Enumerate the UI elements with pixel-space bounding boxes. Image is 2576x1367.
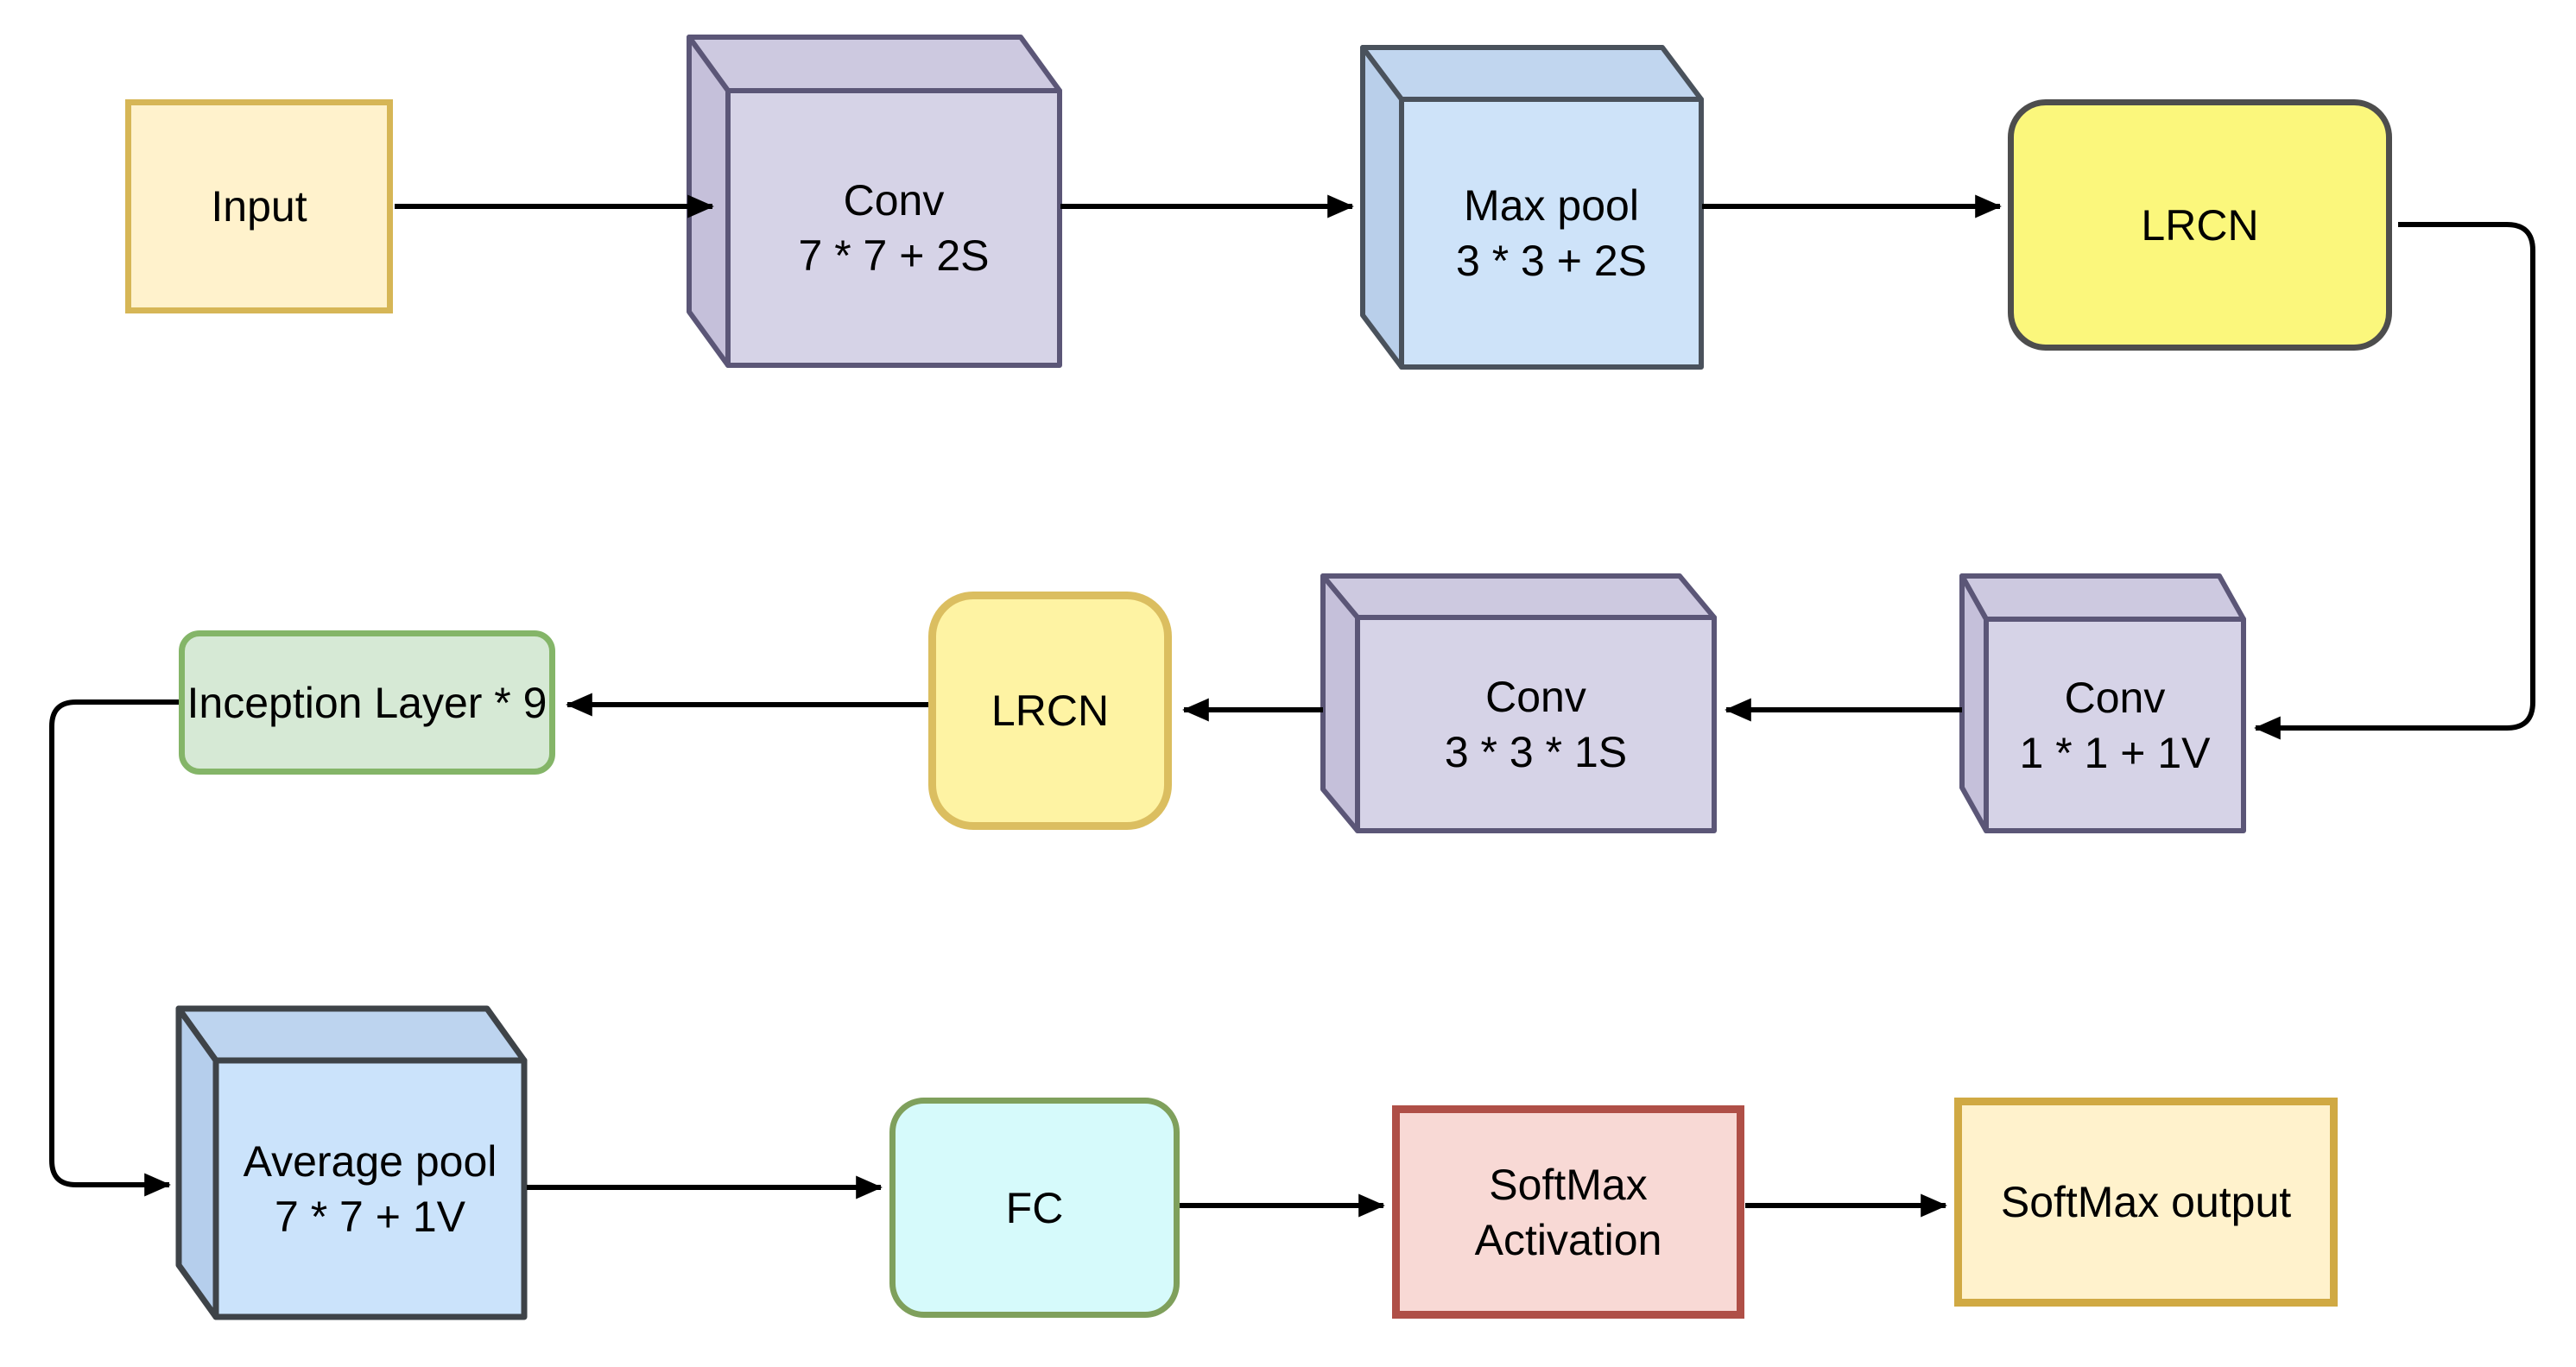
conv-1x1-cube-left-face: [1959, 573, 1989, 833]
average-pool-cube-front-face: [212, 1057, 528, 1320]
conv-7x7-cube-top-face: [687, 35, 1062, 93]
conv-3x3-cube-left-face: [1320, 573, 1360, 833]
conv-7x7-cube-front-face: [725, 88, 1062, 368]
softmax-output-label: SoftMax output: [2000, 1178, 2292, 1226]
conv-3x3-cube-front-face: [1355, 615, 1717, 833]
softmax-activation-label-line1: SoftMax: [1489, 1160, 1648, 1209]
conv-3x3-cube-top-face: [1320, 573, 1717, 620]
conv-1x1-cube-front-face: [1984, 617, 2246, 833]
lrcn-box-top: LRCN: [2008, 99, 2392, 351]
max-pool-cube-left-face: [1360, 45, 1404, 370]
input-label: Input: [211, 182, 307, 231]
inception-layer-box: Inception Layer * 9: [179, 630, 555, 775]
max-pool-cube-top-face: [1360, 45, 1704, 102]
input-box: Input: [125, 99, 393, 313]
softmax-activation-box: SoftMax Activation: [1392, 1105, 1744, 1319]
conv-7x7-cube-left-face: [687, 35, 731, 368]
fc-box: FC: [889, 1098, 1180, 1318]
average-pool-cube-left-face: [175, 1005, 219, 1320]
conv-7x7-cube: [687, 35, 1062, 368]
average-pool-cube: [175, 1005, 528, 1320]
max-pool-cube: [1360, 45, 1704, 370]
softmax-activation-label-line2: Activation: [1474, 1215, 1662, 1264]
arrow-lrcn-top-to-conv1x1: [2254, 222, 2535, 740]
average-pool-cube-top-face: [175, 1005, 528, 1064]
inception-label: Inception Layer * 9: [187, 678, 547, 727]
max-pool-cube-front-face: [1399, 97, 1704, 370]
lrcn-mid-label: LRCN: [991, 687, 1110, 735]
lrcn-top-label: LRCN: [2141, 200, 2259, 250]
conv-3x3-cube: [1320, 573, 1717, 833]
lrcn-box-middle: LRCN: [928, 592, 1172, 830]
conv-1x1-cube: [1959, 573, 2246, 833]
softmax-output-box: SoftMax output: [1954, 1098, 2338, 1307]
fc-label: FC: [1005, 1183, 1064, 1232]
arrow-inception-to-avgpool: [49, 699, 179, 1197]
conv-1x1-cube-top-face: [1959, 573, 2246, 622]
